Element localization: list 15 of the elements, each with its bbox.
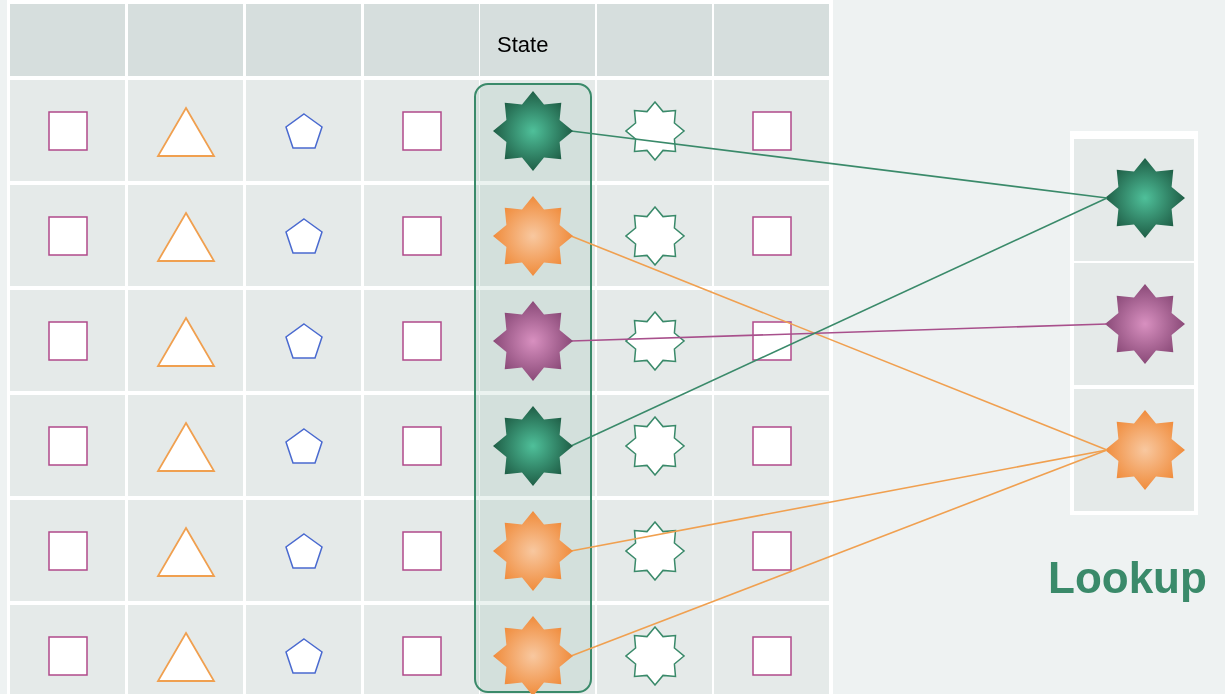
connector-line [570, 449, 1108, 657]
star-shape [1105, 158, 1185, 238]
column-header: State [497, 31, 549, 59]
connector-line [570, 197, 1108, 447]
star-shape [493, 616, 573, 694]
star-shape [493, 406, 573, 486]
connector-line [570, 235, 1108, 451]
star-shape [493, 301, 573, 381]
star-shape [1105, 410, 1185, 490]
star-shape [493, 196, 573, 276]
connector-line [570, 449, 1108, 552]
star-shape [493, 511, 573, 591]
star-shape [493, 91, 573, 171]
star-shape [1105, 284, 1185, 364]
panel-title: Lookup [1048, 552, 1207, 604]
